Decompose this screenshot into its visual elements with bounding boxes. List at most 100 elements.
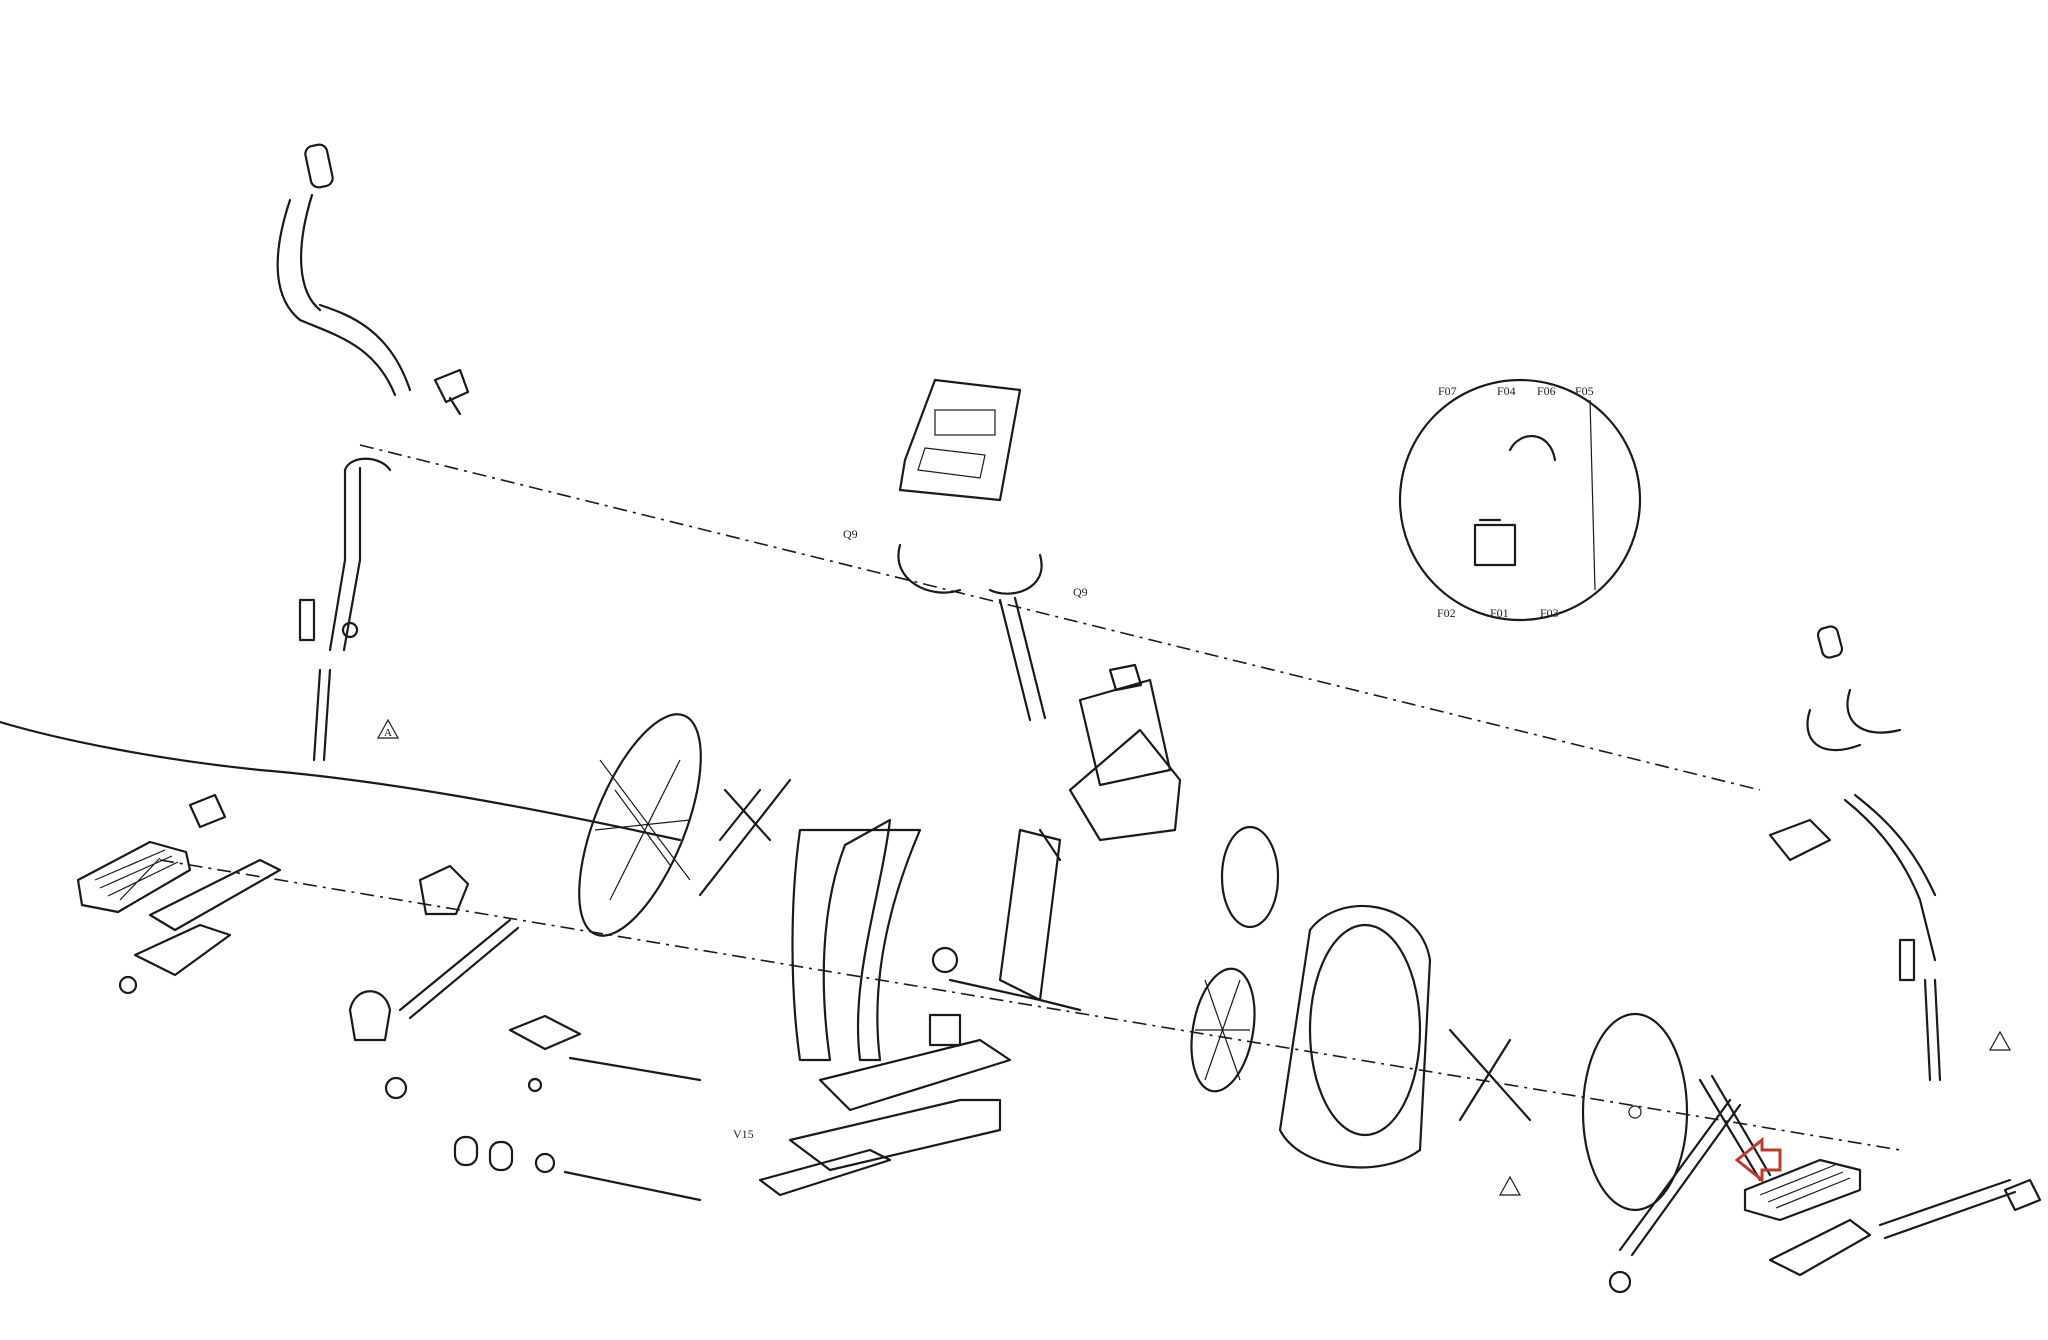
pulley-hub — [931, 946, 959, 974]
left-handlebar-assembly — [276, 143, 470, 762]
warning-triangle-icon — [1498, 1175, 1522, 1196]
footplate-tread — [94, 849, 179, 901]
warning-triangle-icon — [1988, 1030, 2012, 1051]
right-pedal-assembly — [1608, 1074, 2042, 1294]
roller-right — [1608, 1270, 1632, 1294]
label-detail-bottom-left: F02 — [1437, 606, 1456, 620]
right-flywheel-group — [1190, 825, 1689, 1212]
left-side-cover — [791, 818, 922, 1062]
pulley — [1220, 825, 1280, 929]
footplate-tread-right — [1759, 1164, 1851, 1209]
bearing-block — [928, 1013, 962, 1047]
flywheel — [1190, 967, 1256, 1093]
x-bracket-left — [698, 778, 792, 897]
handle-link-bracket — [433, 368, 470, 416]
label-shaft-front: V15 — [733, 1127, 754, 1141]
right-pedal-arm — [1698, 1074, 1772, 1182]
water-bottle-holder — [1078, 678, 1172, 787]
washer — [534, 1152, 556, 1174]
long-shaft — [563, 1170, 702, 1202]
upper-handle-tube — [276, 193, 322, 322]
right-pedal-bracket — [1768, 1218, 1872, 1277]
console-handlebar — [897, 543, 1043, 595]
center-frame — [758, 818, 1082, 1197]
pivot-knob — [341, 621, 359, 639]
left-pedal-assembly — [76, 793, 282, 995]
right-footplate — [1743, 1158, 1862, 1222]
end-hinge — [2003, 1178, 2042, 1212]
console — [898, 378, 1022, 502]
console-mast — [998, 596, 1047, 722]
left-pedal-arm — [148, 858, 282, 932]
console-cover — [1068, 728, 1182, 842]
main-cable — [0, 720, 682, 842]
handle-grip — [304, 143, 334, 189]
label-detail-top-mid: F04 — [1497, 384, 1516, 398]
cup-bracket — [1768, 818, 1832, 862]
left-pedal-bracket — [133, 923, 232, 977]
label-detail-top-right-b: F05 — [1575, 384, 1594, 398]
lower-arm-tube — [328, 558, 362, 652]
arm-shaft — [312, 668, 332, 762]
roller — [384, 1076, 408, 1100]
disc-hub — [1628, 1105, 1642, 1119]
disc-spokes — [594, 759, 691, 901]
crank-disc — [578, 713, 702, 937]
foam-grip-right — [1898, 938, 1916, 982]
bolt — [527, 1077, 543, 1093]
long-pedal-tube — [1878, 1178, 2017, 1240]
cover-opening — [1308, 923, 1422, 1137]
right-handlebar-assembly — [1768, 625, 1942, 1082]
console-assembly — [897, 378, 1182, 842]
right-crank-disc — [1581, 1012, 1689, 1212]
inset-block — [1473, 523, 1517, 567]
frame-brace — [948, 978, 1082, 1012]
upper-handle-right — [1806, 688, 1902, 752]
base-rail — [788, 1098, 1002, 1172]
right-side-cover — [1278, 905, 1432, 1169]
cover-plate — [1108, 663, 1143, 692]
detail-inset: F07 F04 F06 F05 F02 F01 F03 — [1398, 378, 1642, 622]
label-stud-right: Q9 — [1073, 585, 1088, 599]
handle-grip-right — [1816, 625, 1844, 659]
inset-bracket — [1478, 435, 1557, 522]
label-detail-bottom-mid: F01 — [1490, 606, 1509, 620]
console-display — [934, 409, 996, 436]
left-crank-disc — [578, 713, 702, 937]
bushing — [453, 1135, 479, 1167]
right-link-bar — [1618, 1098, 1742, 1257]
end-cap — [118, 975, 138, 995]
console-buttons — [917, 447, 986, 479]
left-lower-linkage — [348, 864, 702, 1100]
arm-right — [1843, 793, 1937, 962]
base-plate — [818, 1038, 1012, 1112]
warning-marker-text: A — [384, 727, 392, 739]
crank-bracket — [418, 864, 470, 916]
handle-bend-tube — [298, 303, 412, 397]
label-detail-bottom-right: F03 — [1540, 606, 1559, 620]
bushings-shaft-left — [453, 1135, 702, 1202]
left-footplate — [76, 840, 192, 914]
label-detail-top-left: F07 — [1438, 384, 1457, 398]
pedal-hinge — [188, 793, 227, 829]
front-stabilizer — [758, 1148, 892, 1197]
frame-upright — [998, 828, 1062, 1002]
flywheel-spokes — [1195, 979, 1250, 1081]
pivot-arm — [343, 457, 392, 562]
slider-block — [508, 1014, 582, 1051]
assembly-axis-lower — [159, 859, 1901, 1151]
label-stud-left: Q9 — [843, 527, 858, 541]
assembly-axis-upper — [359, 444, 1761, 791]
label-detail-top-right-a: F06 — [1537, 384, 1556, 398]
foam-grip — [298, 598, 316, 642]
inset-circle — [1398, 378, 1642, 622]
wheel-housing — [348, 990, 392, 1042]
arm-shaft-right — [1923, 978, 1942, 1082]
warning-triangle-icon: A — [376, 718, 400, 739]
inset-panel — [1589, 399, 1596, 591]
axle-rod — [568, 1056, 702, 1082]
bushing — [488, 1140, 514, 1172]
x-bracket-right — [1448, 1028, 1532, 1122]
